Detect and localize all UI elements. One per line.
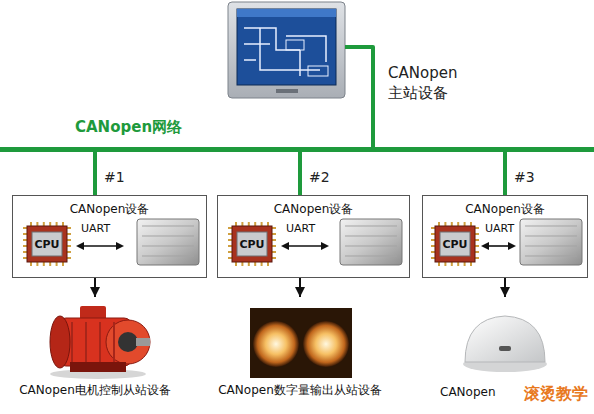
watermark: 滚烫教学 [524, 384, 588, 405]
sensor-illustration [463, 316, 547, 372]
lamps-illustration [250, 308, 352, 378]
cpu-chip: CPU [23, 222, 71, 266]
hmi-panel [228, 2, 345, 98]
motor-feet [70, 362, 126, 372]
bus-drop [93, 151, 97, 195]
motor-illustration [50, 306, 150, 379]
canopen-device-box: CANopen设备 UART CPU [12, 195, 207, 278]
screen-block [286, 40, 304, 50]
interface-label: UART [286, 222, 315, 235]
chip-pins [23, 222, 71, 266]
interface-label: UART [485, 222, 514, 235]
bus-drop [503, 151, 507, 195]
uart-arrow-line [487, 245, 510, 247]
uart-module [137, 219, 199, 265]
device-caption: CANopen数字量输出从站设备 [205, 382, 395, 399]
chip-pins [431, 222, 479, 266]
lamps-background [250, 308, 352, 378]
master-label: CANopen 主站设备 [388, 64, 472, 103]
bus-line [345, 47, 373, 148]
network-label: CANopen网络 [75, 118, 182, 137]
module-ribs [525, 226, 577, 256]
panel-screen [237, 9, 336, 85]
motor-flange [50, 316, 70, 368]
device-caption: CANopen电机控制从站设备 [0, 382, 190, 399]
panel-bezel [228, 2, 345, 98]
callout-number: #1 [102, 169, 127, 185]
device-title: CANopen设备 [423, 201, 587, 218]
callout-number: #3 [512, 169, 537, 185]
motor-shaft [136, 338, 150, 346]
uart-module-images [137, 219, 582, 265]
device-arrow [299, 278, 301, 297]
screen-block [308, 66, 328, 76]
screen-header [237, 9, 336, 17]
chip-label: CPU [23, 222, 71, 266]
cpu-chip: CPU [228, 222, 276, 266]
device-arrow [94, 278, 96, 297]
uart-module [520, 219, 582, 265]
uart-arrow-line [82, 245, 118, 247]
cpu-chip: CPU [431, 222, 479, 266]
motor-end [106, 320, 150, 364]
uart-arrow-heads [281, 242, 329, 250]
slave-device: CANopen数字量输出从站设备 [205, 298, 395, 402]
sensor-dome [465, 316, 545, 362]
canopen-device-box: CANopen设备 UART CPU [217, 195, 410, 278]
device-title: CANopen设备 [13, 201, 206, 218]
motor-hub [118, 332, 138, 352]
uart-arrow-line [287, 245, 323, 247]
master-device: CANopen 主站设备 [228, 2, 345, 98]
lamp-glow [253, 321, 299, 367]
module-ribs [345, 226, 397, 256]
slave-device: CANopen电机控制从站设备 [0, 298, 190, 402]
uart-arrow-heads [76, 242, 124, 250]
bus-drop [298, 151, 302, 195]
device-arrow [504, 278, 506, 297]
canopen-bus: CANopen网络 [0, 147, 594, 152]
sensor-slot [499, 346, 511, 351]
canopen-device-box: CANopen设备 UART CPU [422, 195, 588, 278]
callout-number: #2 [307, 169, 332, 185]
uart-module [340, 219, 402, 265]
device-title: CANopen设备 [218, 201, 409, 218]
chip-label: CPU [228, 222, 276, 266]
panel-logo [276, 89, 298, 93]
motor-fins [72, 322, 114, 362]
module-ribs [142, 226, 194, 256]
interface-label: UART [81, 222, 110, 235]
chip-label: CPU [431, 222, 479, 266]
uart-arrow-heads [481, 242, 516, 250]
chip-pins [228, 222, 276, 266]
screen-graphics [244, 28, 326, 76]
lamp-glow [303, 321, 349, 367]
